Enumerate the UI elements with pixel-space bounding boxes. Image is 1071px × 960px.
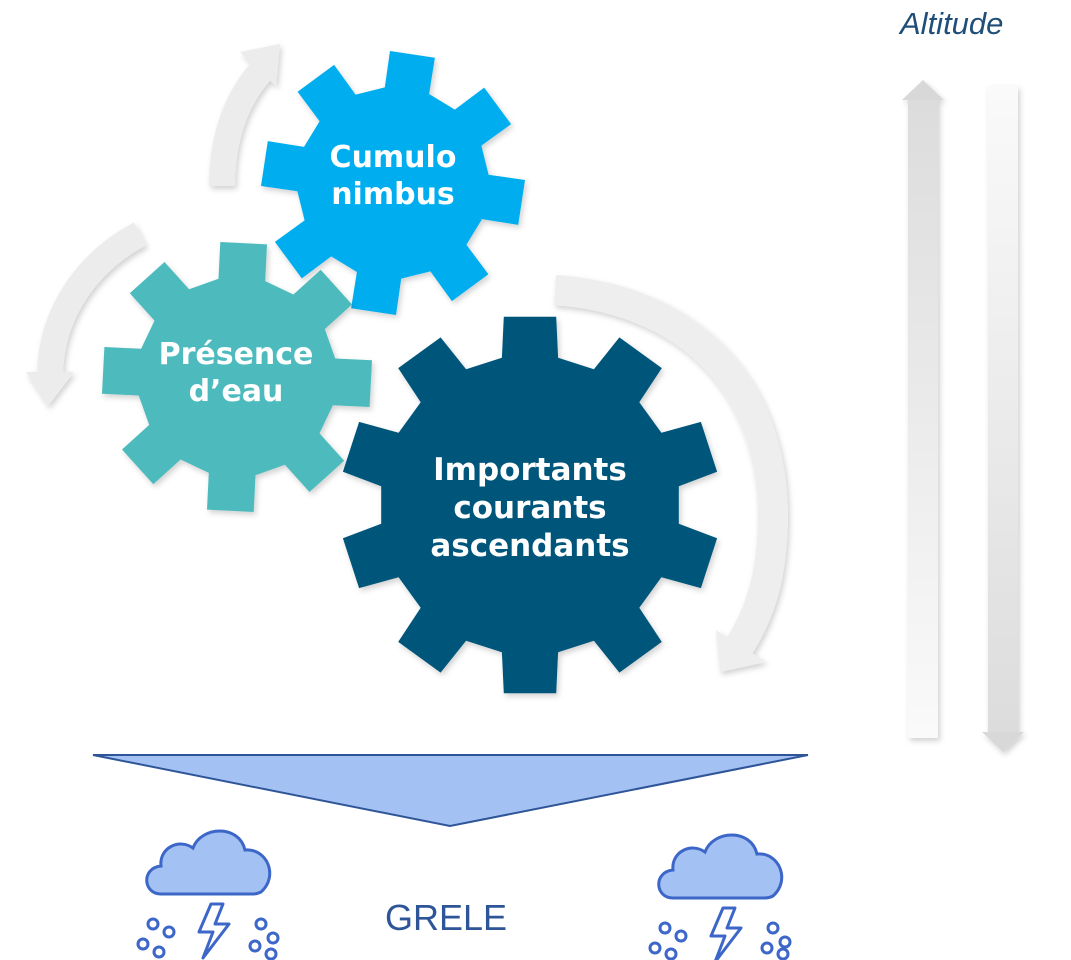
arrow-right-big-icon [553,275,788,657]
altitude-down-arrow-shaft [988,86,1018,736]
arrow-right-big-head [716,630,766,672]
gear-label-line: Présence [158,337,314,372]
altitude-up-arrow-shaft [908,98,938,738]
gear-label-line: ascendants [430,527,630,564]
grele-label: GRELE [385,897,508,938]
altitude-up-arrow-head [902,80,944,100]
altitude-arrows [902,80,1024,752]
arrow-top-up-icon [209,61,272,187]
gear-courants-ascendants [342,316,718,694]
gear-label-line: nimbus [331,176,455,212]
gear-label-line: d’eau [188,373,284,409]
cloud-lightning-hail-icon [136,829,280,960]
gear-label-cumulo-nimbus: Cumulo nimbus [318,140,468,213]
gear-label-line: Importants [433,452,627,488]
gear-label-presence-eau: Présence d’eau [146,337,326,410]
cloud-lightning-hail-icon [648,833,792,960]
arrow-top-up-head [240,44,280,86]
altitude-label: Altitude [900,6,1004,41]
arrow-left-down-head [26,372,74,406]
gear-presence-eau [102,242,372,512]
gear-label-line: Cumulo [329,140,457,175]
gear-cumulo-nimbus [261,51,525,315]
altitude-down-arrow-head [982,732,1024,752]
funnel-triangle [92,754,809,828]
gear-label-courants-ascendants: Importants courants ascendants [410,452,650,565]
gear-body [261,51,525,315]
arrow-left-down-icon [37,222,147,373]
gear-label-line: courants [453,489,607,526]
gear-body [102,242,372,512]
cycle-arrows [26,44,788,672]
gear-body [342,316,718,694]
